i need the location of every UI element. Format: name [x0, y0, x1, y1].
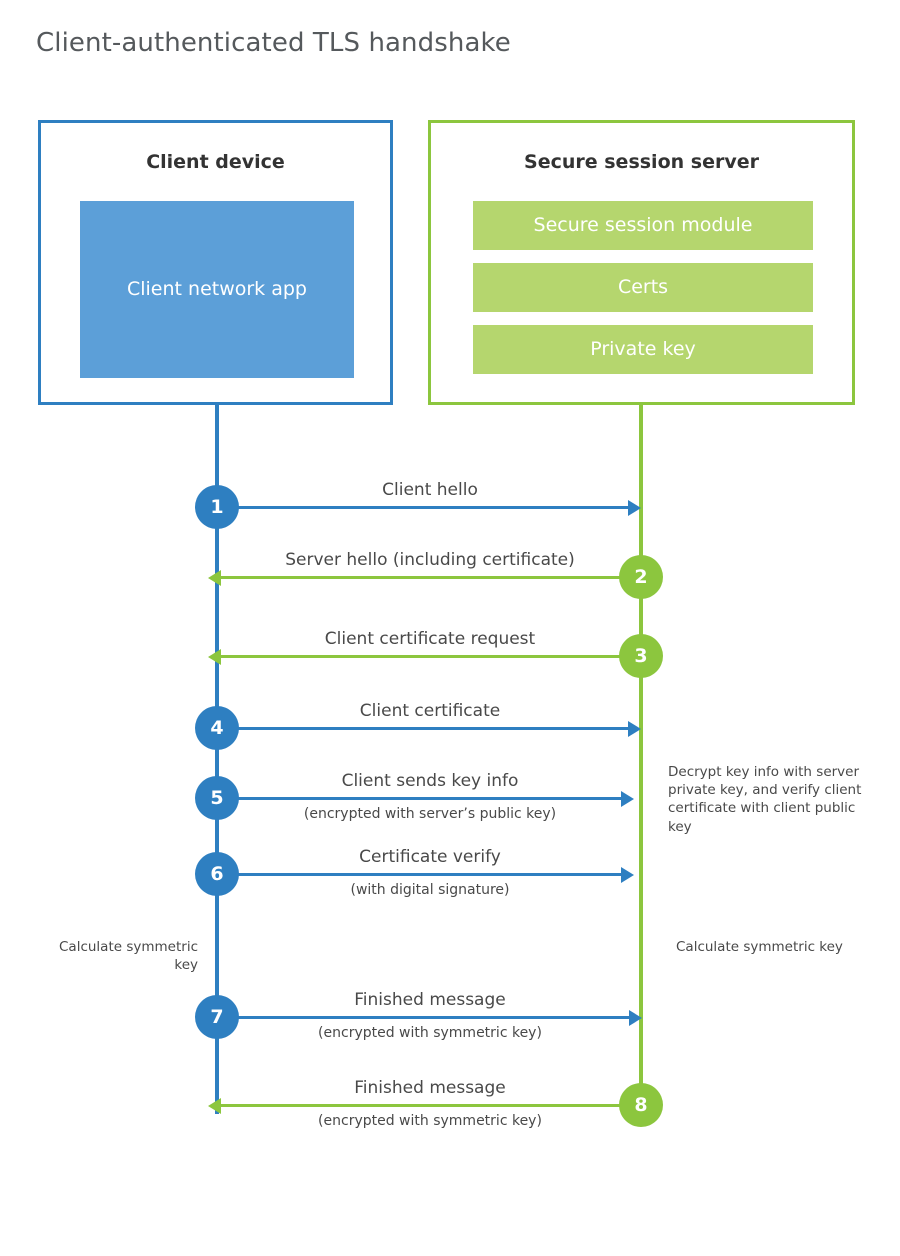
message-label-8: Finished message — [354, 1078, 506, 1098]
private-key-block: Private key — [473, 325, 813, 374]
step-badge-8[interactable]: 8 — [619, 1083, 663, 1127]
arrowhead-right-icon — [628, 721, 641, 737]
server-decrypt-note: Decrypt key info with server private key… — [668, 764, 862, 835]
message-label-1: Client hello — [382, 480, 478, 500]
client-calculate-symmetric-key-note: Calculate symmetric key — [59, 939, 198, 974]
client-lifeline — [215, 402, 219, 1114]
message-arrow-line-1 — [217, 506, 628, 509]
server-lifeline — [639, 402, 643, 1105]
page-title: Client-authenticated TLS handshake — [36, 28, 511, 58]
secure-session-server-box: Secure session server Secure session mod… — [428, 120, 855, 405]
message-label-6: Certificate verify — [359, 847, 501, 867]
arrowhead-right-icon — [628, 500, 641, 516]
secure-session-module-block: Secure session module — [473, 201, 813, 250]
arrowhead-left-icon — [208, 649, 221, 665]
arrowhead-left-icon — [208, 570, 221, 586]
message-label-2: Server hello (including certificate) — [285, 550, 575, 570]
client-device-title: Client device — [146, 151, 285, 173]
step-badge-5[interactable]: 5 — [195, 776, 239, 820]
message-arrow-line-4 — [217, 727, 628, 730]
message-sublabel-5: (encrypted with server’s public key) — [303, 806, 557, 822]
step-badge-4[interactable]: 4 — [195, 706, 239, 750]
client-network-app-block: Client network app — [80, 201, 354, 378]
step-badge-2[interactable]: 2 — [619, 555, 663, 599]
message-label-4: Client certificate — [359, 701, 501, 721]
message-arrow-line-5 — [217, 797, 621, 800]
message-sublabel-7: (encrypted with symmetric key) — [318, 1025, 542, 1041]
message-label-5: Client sends key info — [341, 771, 519, 791]
arrowhead-right-icon — [621, 791, 634, 807]
step-badge-3[interactable]: 3 — [619, 634, 663, 678]
message-arrow-line-2 — [221, 576, 621, 579]
message-arrow-line-8 — [221, 1104, 621, 1107]
message-label-7: Finished message — [354, 990, 506, 1010]
arrowhead-right-icon — [621, 867, 634, 883]
client-device-box: Client device Client network app — [38, 120, 393, 405]
step-badge-6[interactable]: 6 — [195, 852, 239, 896]
step-badge-7[interactable]: 7 — [195, 995, 239, 1039]
step-badge-1[interactable]: 1 — [195, 485, 239, 529]
message-arrow-line-6 — [217, 873, 621, 876]
message-label-3: Client certificate request — [324, 629, 536, 649]
message-arrow-line-7 — [217, 1016, 629, 1019]
arrowhead-right-icon — [629, 1010, 642, 1026]
arrowhead-left-icon — [208, 1098, 221, 1114]
message-arrow-line-3 — [221, 655, 621, 658]
message-sublabel-8: (encrypted with symmetric key) — [318, 1113, 542, 1129]
secure-session-server-title: Secure session server — [524, 151, 759, 173]
certs-block: Certs — [473, 263, 813, 312]
message-sublabel-6: (with digital signature) — [350, 882, 510, 898]
server-calculate-symmetric-key-note: Calculate symmetric key — [676, 939, 843, 955]
